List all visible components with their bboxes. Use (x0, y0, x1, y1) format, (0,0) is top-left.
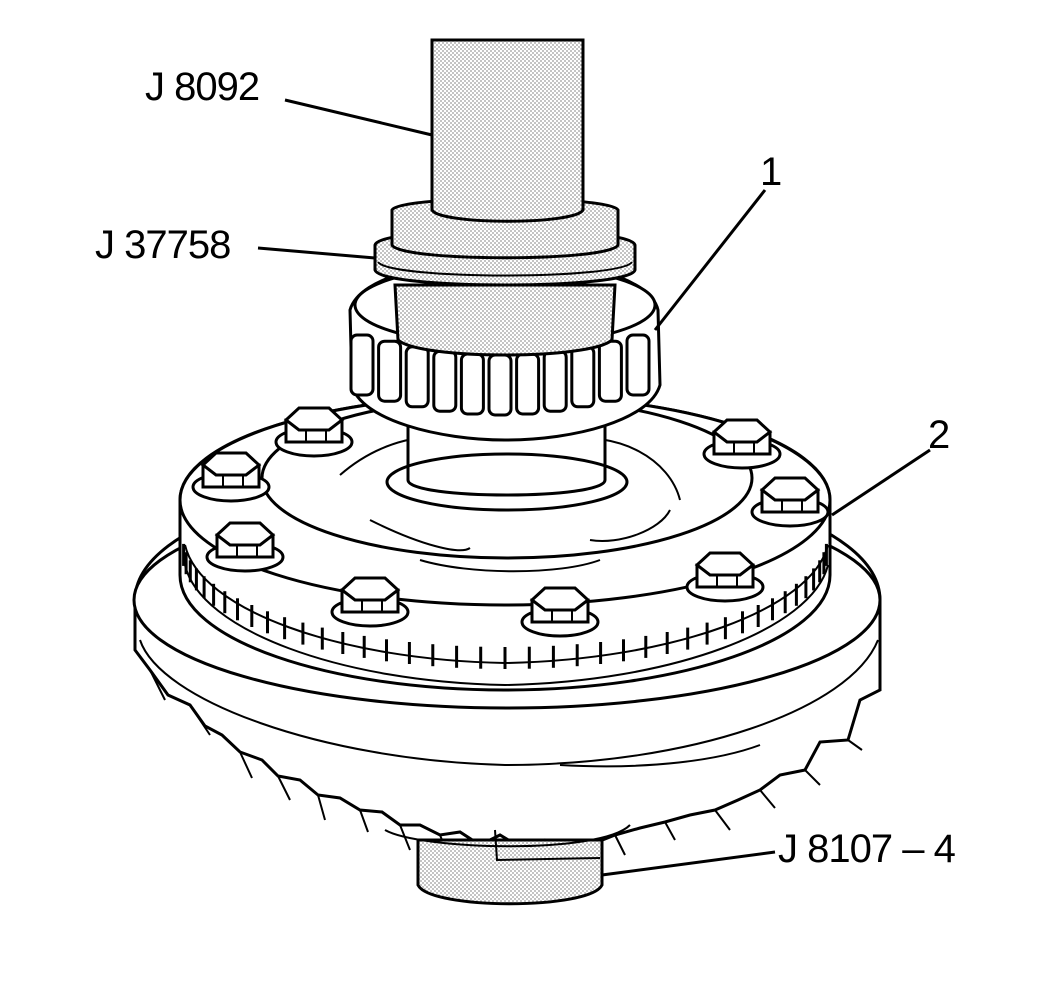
label-part-1: 1 (760, 150, 781, 194)
adapter-plug-j8107-4 (384, 824, 631, 906)
label-j8107-4: J 8107 – 4 (778, 827, 956, 871)
bearing-roller (349, 333, 375, 397)
hex-bolt (702, 418, 782, 470)
hex-bolt (330, 576, 410, 628)
hex-bolt (205, 521, 285, 573)
bearing-roller (459, 352, 485, 416)
leader-part1 (653, 189, 767, 331)
leader-j37758 (257, 246, 376, 260)
driver-handle-j8092 (430, 38, 585, 223)
leader-lines (257, 98, 931, 877)
bearing-roller (487, 353, 513, 417)
leader-part2 (831, 448, 931, 517)
bearing-roller (515, 352, 541, 416)
leader-j8092 (284, 98, 433, 137)
bearing-roller (377, 339, 403, 403)
label-j8092: J 8092 (145, 65, 259, 109)
hex-bolt (750, 476, 830, 528)
leader-j8107 (601, 850, 776, 877)
bearing-roller (625, 333, 651, 397)
hex-bolt (274, 406, 354, 458)
hex-bolt (685, 551, 765, 603)
bearing-roller (570, 345, 596, 409)
bearing-roller (432, 349, 458, 413)
bearing-journal (385, 418, 629, 512)
bearing-roller (404, 345, 430, 409)
ring-gear-bolts (191, 406, 830, 638)
bearing-roller (597, 339, 623, 403)
hex-bolt (191, 451, 271, 503)
label-part-2: 2 (928, 413, 949, 457)
hex-bolt (520, 586, 600, 638)
bearing-roller (542, 349, 568, 413)
label-j37758: J 37758 (95, 223, 230, 267)
